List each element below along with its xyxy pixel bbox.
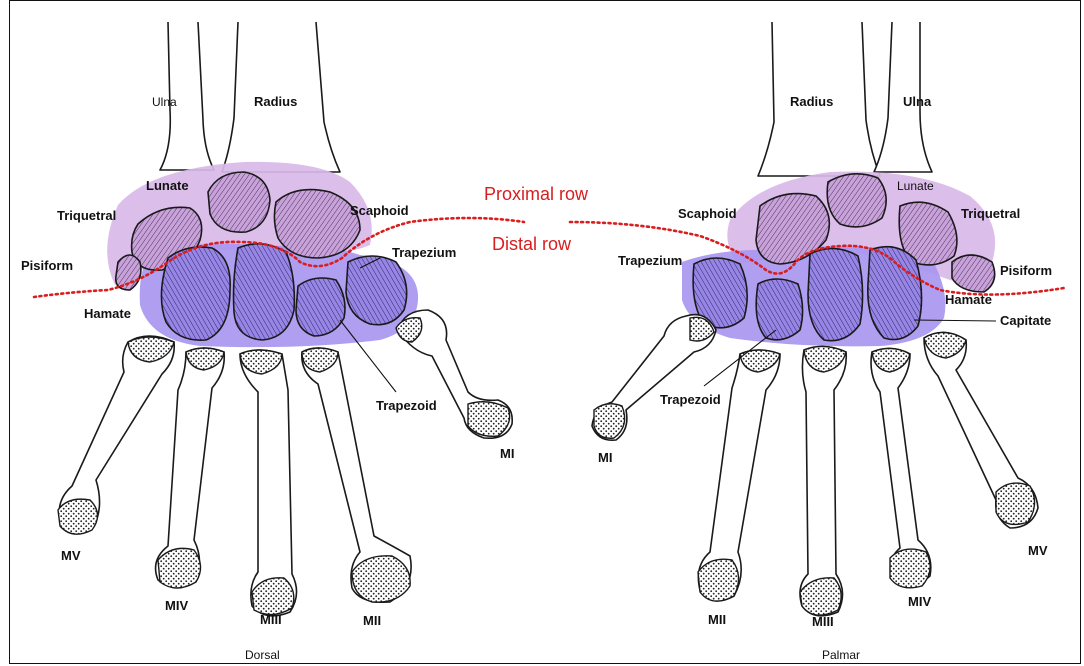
dorsal-radius-label: Radius (254, 94, 297, 109)
proximal-row-label: Proximal row (484, 184, 589, 204)
palmar-m2-label: MII (708, 612, 726, 627)
palmar-capitate-bone (808, 248, 863, 340)
palmar-mii-head (698, 559, 739, 601)
distal-row-label: Distal row (492, 234, 572, 254)
dorsal-capitate-bone (234, 244, 295, 340)
palmar-mv-head (996, 483, 1035, 524)
palmar-view-label: Palmar (822, 648, 860, 662)
palmar-m3-label: MIII (812, 614, 834, 629)
dorsal-m4-label: MIV (165, 598, 188, 613)
dorsal-m2-label: MII (363, 613, 381, 628)
palmar-trapezium-label: Trapezium (618, 253, 682, 268)
dorsal-triquetral-label: Triquetral (57, 208, 116, 223)
dorsal-trapezoid-label: Trapezoid (376, 398, 437, 413)
palmar-m5-label: MV (1028, 543, 1048, 558)
dorsal-ulna-label: Ulna (152, 95, 177, 109)
palmar-pisiform-label: Pisiform (1000, 263, 1052, 278)
dorsal-lunate-label: Lunate (146, 178, 189, 193)
dorsal-view-label: Dorsal (245, 648, 280, 662)
dorsal-m1-label: MI (500, 446, 514, 461)
dorsal-view: Ulna Radius Lunate Triquetral Scaphoid P… (21, 22, 524, 662)
palmar-lunate-label: Lunate (897, 179, 934, 193)
palmar-trapezoid-label: Trapezoid (660, 392, 721, 407)
palmar-m4-label: MIV (908, 594, 931, 609)
palmar-miv-head (890, 549, 930, 588)
dorsal-m5-label: MV (61, 548, 81, 563)
palmar-triquetral-label: Triquetral (961, 206, 1020, 221)
dorsal-pisiform-label: Pisiform (21, 258, 73, 273)
dorsal-mv-head (58, 499, 98, 534)
dorsal-hamate-label: Hamate (84, 306, 131, 321)
palmar-miii-bone (800, 346, 846, 615)
dorsal-mi-head (468, 402, 510, 437)
palmar-trapezoid-bone (756, 279, 802, 340)
dorsal-metacarpals (58, 310, 512, 616)
palmar-miv-bone (871, 348, 931, 585)
palmar-mi-head (594, 404, 625, 439)
palmar-ulna-label: Ulna (903, 94, 932, 109)
palmar-pisiform-bone (952, 255, 995, 292)
dorsal-miii-bone (240, 350, 297, 616)
palmar-view: Radius Ulna Lunate Scaphoid Triquetral T… (570, 22, 1064, 662)
palmar-scaphoid-label: Scaphoid (678, 206, 737, 221)
palmar-radius-label: Radius (790, 94, 833, 109)
palmar-capitate-label: Capitate (1000, 313, 1051, 328)
dorsal-trapezoid-bone (296, 278, 345, 336)
dorsal-lunate-bone (208, 172, 270, 232)
dorsal-scaphoid-label: Scaphoid (350, 203, 409, 218)
dorsal-trapezium-label: Trapezium (392, 245, 456, 260)
palmar-lunate-bone (827, 174, 886, 227)
dorsal-mii-head (352, 556, 410, 602)
palmar-hamate-bone (868, 247, 922, 340)
dorsal-hamate-bone (161, 247, 230, 340)
dorsal-miv-head (158, 548, 201, 588)
palmar-hamate-label: Hamate (945, 292, 992, 307)
dorsal-trapezium-bone (346, 256, 407, 325)
dorsal-m3-label: MIII (260, 612, 282, 627)
palmar-metacarpals (592, 315, 1038, 616)
palmar-m1-label: MI (598, 450, 612, 465)
